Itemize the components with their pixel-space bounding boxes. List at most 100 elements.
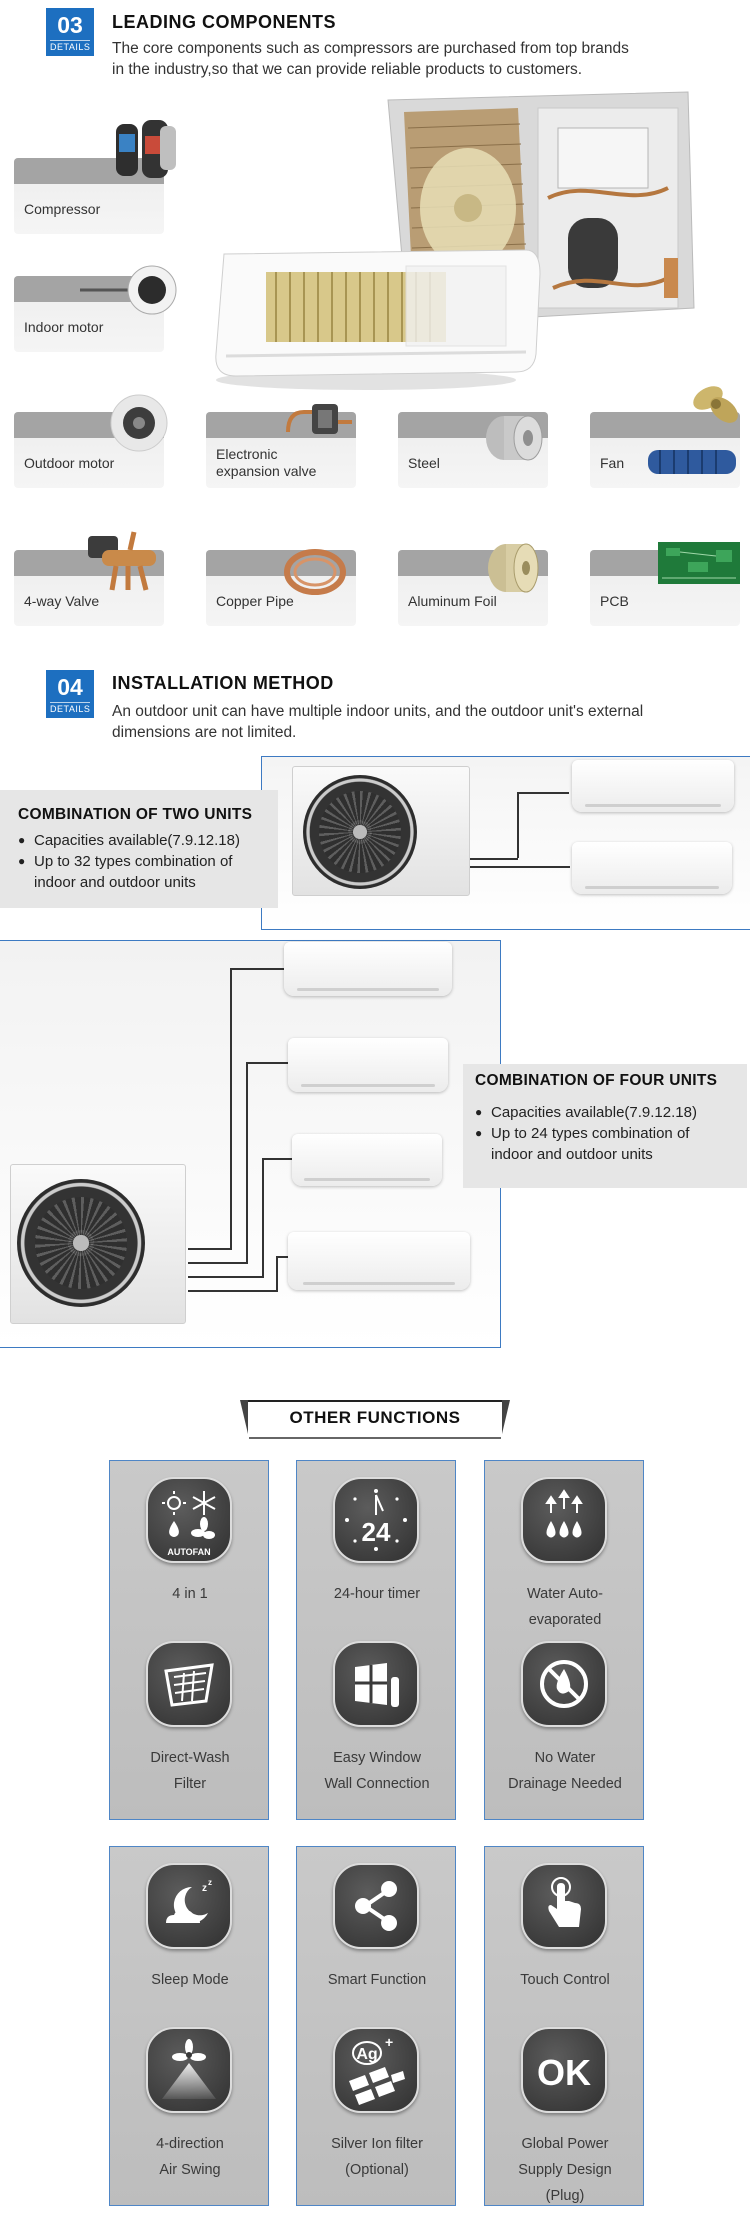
sleep-mode-icon: z z — [146, 1863, 232, 1949]
desc-line: The core components such as compressors … — [112, 40, 629, 57]
share-network-icon — [333, 1863, 419, 1949]
label-line: Drainage Needed — [508, 1776, 622, 1792]
combination-item: Capacities available(7.9.12.18) — [18, 830, 278, 851]
combination-title: COMBINATION OF TWO UNITS — [18, 806, 253, 823]
copper-pipe-icon — [284, 549, 346, 595]
component-card-outdoor-motor: Outdoor motor — [14, 394, 168, 488]
pipe-line — [470, 866, 570, 868]
combination-list: Capacities available(7.9.12.18) Up to 24… — [475, 1102, 747, 1165]
label-line: Global Power — [521, 2136, 609, 2152]
label-line: Supply Design — [518, 2162, 612, 2178]
label-line: 4 in 1 — [172, 1586, 208, 1602]
label-line: expansion valve — [216, 463, 317, 479]
function-label: 4-direction Air Swing — [110, 2131, 270, 2183]
section-badge-label: DETAILS — [50, 40, 91, 52]
indoor-unit-image — [572, 760, 734, 812]
indoor-unit-image — [572, 842, 732, 894]
pipe-line — [246, 1062, 288, 1064]
function-label: Smart Function — [297, 1967, 457, 1993]
pipe-line — [276, 1256, 290, 1258]
four-way-valve-icon — [88, 531, 156, 591]
card-band — [590, 412, 740, 438]
combination-two-units-panel: COMBINATION OF TWO UNITS Capacities avai… — [0, 790, 278, 908]
expansion-valve-icon — [286, 404, 352, 434]
label-line: Wall Connection — [324, 1776, 430, 1792]
svg-text:z: z — [208, 1878, 212, 1887]
pipe-line — [188, 1248, 232, 1250]
component-label: Steel — [408, 455, 440, 471]
combination-list: Capacities available(7.9.12.18) Up to 32… — [18, 830, 278, 893]
label-line: (Plug) — [545, 2188, 585, 2204]
section-03-badge: 03 DETAILS — [46, 8, 94, 56]
desc-line: An outdoor unit can have multiple indoor… — [112, 703, 644, 720]
combination-title: COMBINATION OF FOUR UNITS — [475, 1072, 718, 1089]
silver-ion-icon: Ag + — [333, 2027, 419, 2113]
label-line: Silver Ion filter — [331, 2136, 423, 2152]
label-line: (Optional) — [345, 2162, 409, 2178]
indoor-unit-image — [288, 1038, 448, 1092]
function-label: Water Auto- evaporated — [485, 1581, 645, 1633]
four-in-one-icon: AUTOFAN — [146, 1477, 232, 1563]
desc-line: in the industry,so that we can provide r… — [112, 61, 583, 78]
water-evaporate-icon — [521, 1477, 607, 1563]
function-panel: Touch Control OK Global Power Supply Des… — [484, 1846, 644, 2206]
other-functions-title: OTHER FUNCTIONS — [289, 1408, 461, 1427]
function-label: Silver Ion filter (Optional) — [297, 2131, 457, 2183]
outdoor-fan-graphic — [17, 1179, 145, 1307]
svg-text:+: + — [385, 2034, 393, 2050]
function-label: 4 in 1 — [110, 1581, 270, 1607]
component-card-compressor: Compressor — [14, 120, 176, 234]
outdoor-unit-image — [10, 1164, 186, 1324]
item-line: Up to 24 types combination of — [491, 1125, 690, 1142]
label-line: Filter — [173, 1776, 207, 1792]
component-label: Copper Pipe — [216, 593, 294, 609]
indoor-motor-icon — [80, 265, 177, 315]
section-03-title: LEADING COMPONENTS — [112, 12, 337, 32]
combination-item: Up to 24 types combination of indoor and… — [475, 1123, 747, 1165]
label-line: Direct-Wash — [150, 1750, 230, 1766]
ok-text: OK — [537, 2052, 591, 2093]
component-label: PCB — [600, 593, 629, 609]
window-wall-icon — [333, 1641, 419, 1727]
component-card-copper-pipe: Copper Pipe — [206, 549, 356, 626]
function-panel: Water Auto- evaporated No Water Drainage… — [484, 1460, 644, 1820]
pipe-line — [276, 1256, 278, 1290]
pcb-board-icon — [658, 542, 740, 584]
label-line: Easy Window — [333, 1750, 421, 1766]
component-label: Electronic expansion valve — [216, 446, 316, 480]
item-line: indoor and outdoor units — [491, 1146, 653, 1163]
component-card-4-way-valve: 4-way Valve — [14, 531, 164, 626]
label-line: Touch Control — [520, 1972, 610, 1988]
combination-item: Up to 32 types combination of indoor and… — [18, 851, 278, 893]
pipe-line — [246, 1062, 248, 1262]
label-line: evaporated — [528, 1612, 602, 1628]
timer-number: 24 — [362, 1517, 391, 1547]
label-line: No Water — [534, 1750, 596, 1766]
label-line: 4-direction — [156, 2136, 224, 2152]
pipe-line — [188, 1290, 278, 1292]
cross-flow-fan-icon — [648, 450, 736, 474]
function-label: Easy Window Wall Connection — [297, 1745, 457, 1797]
air-swing-icon — [146, 2027, 232, 2113]
section-04-badge: 04 DETAILS — [46, 670, 94, 718]
pipe-line — [470, 858, 518, 860]
pipe-line — [188, 1262, 248, 1264]
outdoor-fan-graphic — [303, 775, 417, 889]
pipe-line — [262, 1158, 264, 1276]
pipe-line — [230, 968, 232, 1248]
aluminum-foil-icon — [488, 543, 539, 593]
outdoor-motor-icon — [110, 394, 168, 452]
label-line: Air Swing — [159, 2162, 221, 2178]
component-card-indoor-motor: Indoor motor — [14, 265, 177, 352]
combination-item: Capacities available(7.9.12.18) — [475, 1102, 747, 1123]
pipe-line — [517, 792, 519, 858]
component-label: Aluminum Foil — [408, 593, 497, 609]
svg-text:z: z — [202, 1883, 207, 1894]
label-line: Smart Function — [327, 1972, 427, 1988]
function-panel: z z Sleep Mode 4-direction Air Swing — [109, 1846, 269, 2206]
pipe-line — [517, 792, 569, 794]
indoor-unit-image — [284, 942, 452, 996]
item-line: indoor and outdoor units — [34, 874, 196, 891]
touch-control-icon — [521, 1863, 607, 1949]
desc-line: dimensions are not limited. — [112, 724, 297, 741]
